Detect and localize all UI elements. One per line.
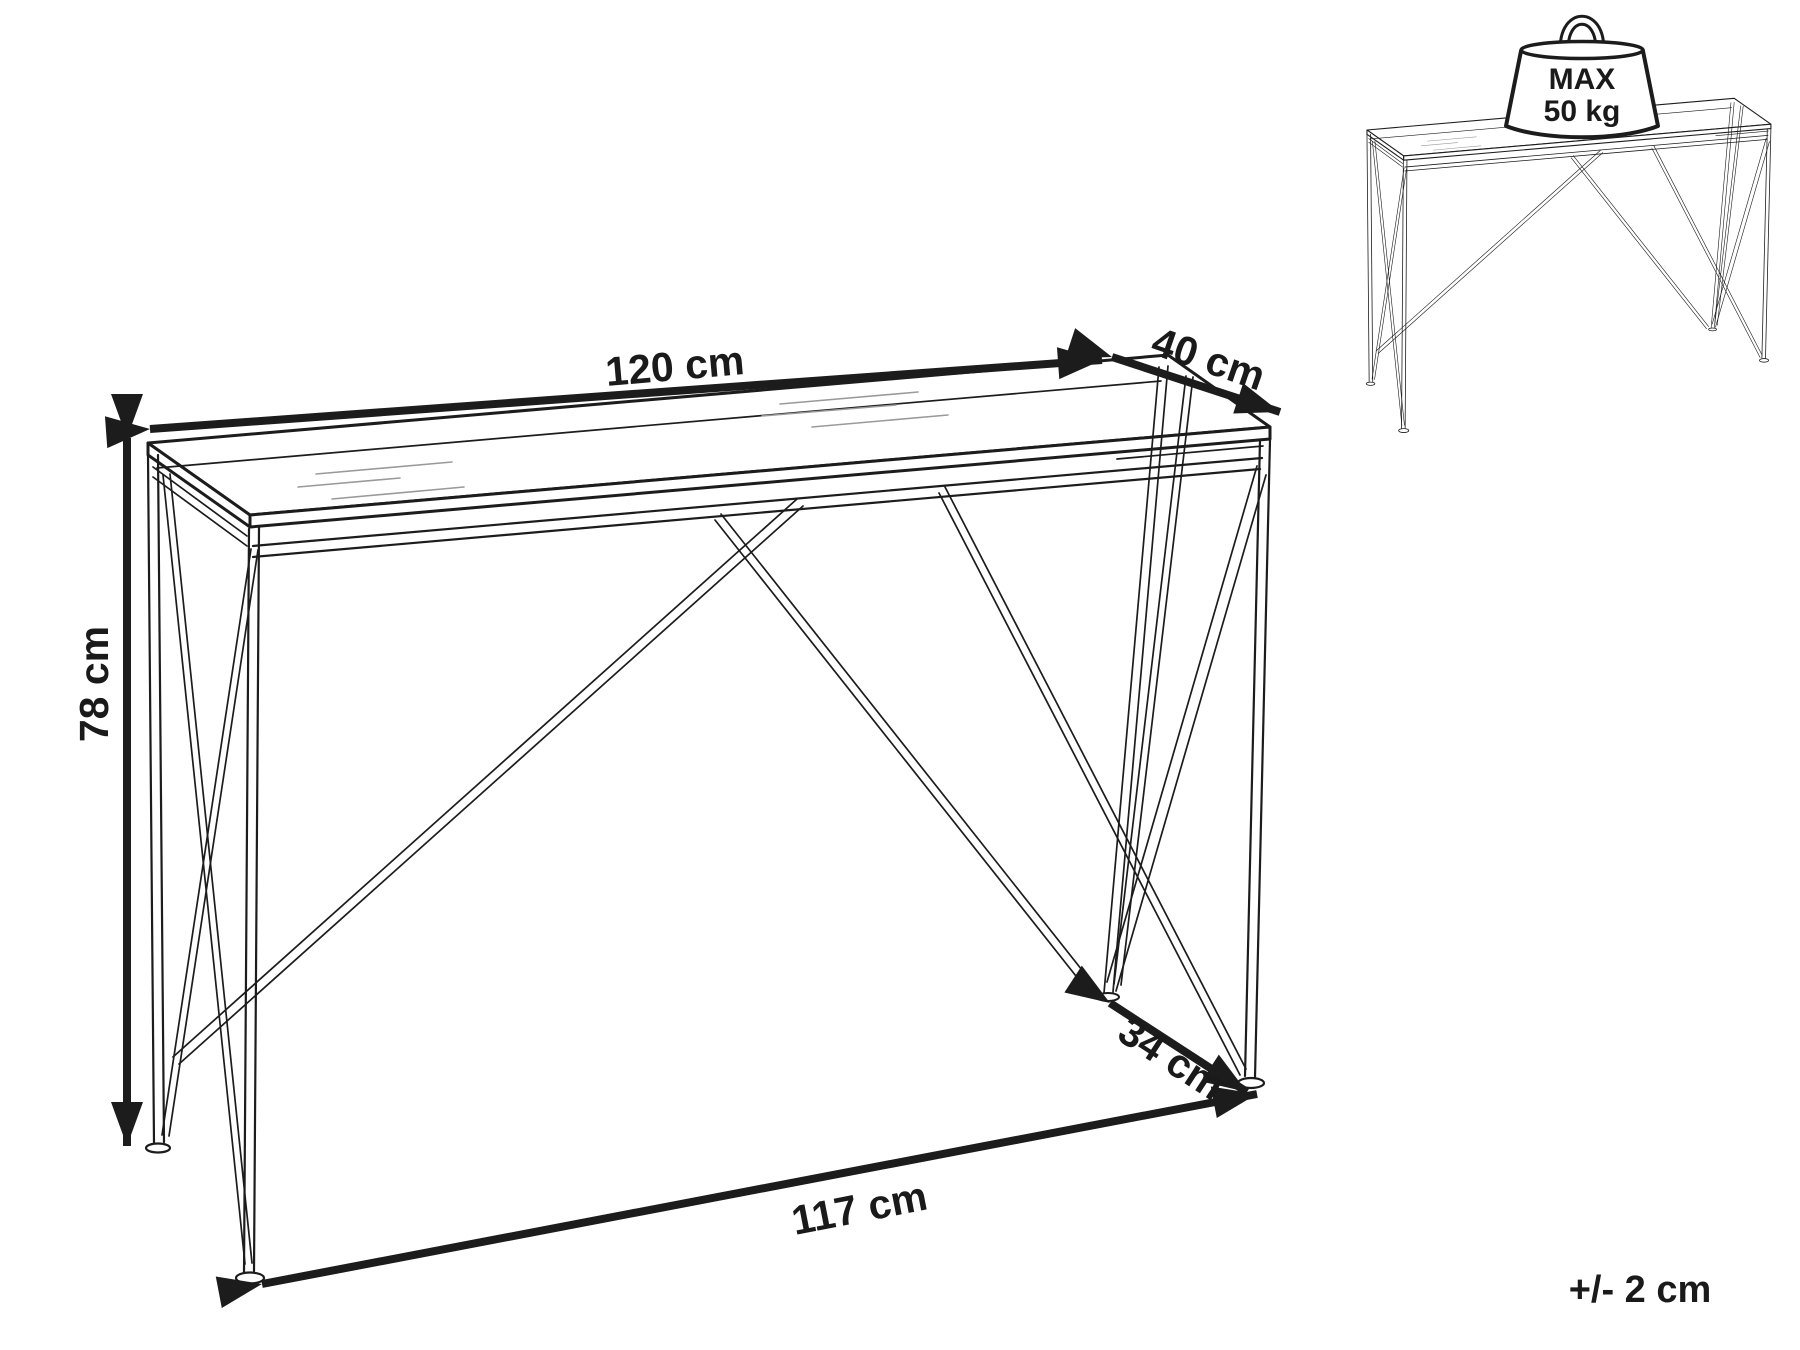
tolerance-note: +/- 2 cm	[1569, 1269, 1712, 1311]
dimension-arrow-base-width	[215, 1086, 1258, 1308]
label-base-depth: 34 cm	[1110, 1007, 1233, 1109]
dimension-arrow-top-depth	[1065, 328, 1282, 416]
console-table-thumbnail	[1365, 97, 1772, 434]
max-load-label-line2: 50 kg	[1544, 95, 1621, 128]
dimension-arrow-top-width	[104, 347, 1103, 449]
dimension-arrow-base-depth	[1064, 965, 1250, 1096]
console-table-line-drawing	[144, 353, 1272, 1285]
max-load-weight-icon: MAX 50 kg	[1504, 14, 1660, 140]
dimension-annotations	[104, 328, 1282, 1308]
label-height: 78 cm	[71, 626, 117, 742]
max-load-label-line1: MAX	[1549, 63, 1616, 96]
